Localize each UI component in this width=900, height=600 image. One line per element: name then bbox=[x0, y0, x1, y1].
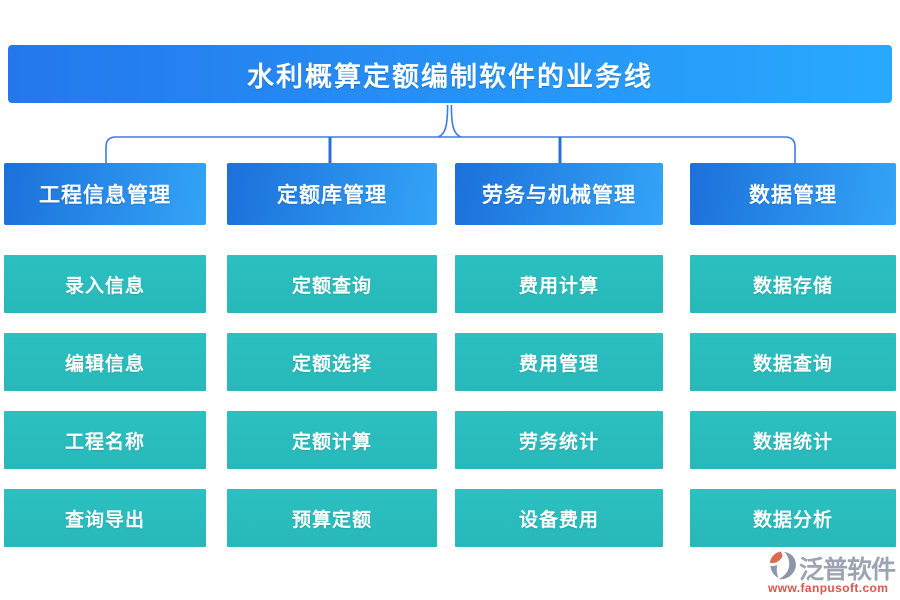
branch-header: 工程信息管理 bbox=[4, 163, 206, 225]
root-node: 水利概算定额编制软件的业务线 bbox=[8, 45, 892, 103]
leaf-node: 录入信息 bbox=[4, 255, 206, 313]
leaf-node: 数据查询 bbox=[690, 333, 896, 391]
leaf-node: 费用计算 bbox=[455, 255, 663, 313]
watermark-brand: 泛普软件 bbox=[799, 556, 896, 584]
branch-column-labor-machinery: 劳务与机械管理 费用计算 费用管理 劳务统计 设备费用 bbox=[455, 163, 663, 547]
leaf-node: 劳务统计 bbox=[455, 411, 663, 469]
root-stub-right-curve bbox=[450, 104, 462, 138]
leaf-node: 数据分析 bbox=[690, 489, 896, 547]
branch-header: 劳务与机械管理 bbox=[455, 163, 663, 225]
leaf-node: 预算定额 bbox=[227, 489, 437, 547]
leaf-node: 定额计算 bbox=[227, 411, 437, 469]
branch-header: 定额库管理 bbox=[227, 163, 437, 225]
branch-column-data-management: 数据管理 数据存储 数据查询 数据统计 数据分析 bbox=[690, 163, 896, 547]
fanpu-logo-icon bbox=[769, 551, 796, 580]
root-stub-left-curve bbox=[437, 104, 449, 138]
leaf-node: 定额选择 bbox=[227, 333, 437, 391]
leaf-node: 查询导出 bbox=[4, 489, 206, 547]
leaf-node: 数据统计 bbox=[690, 411, 896, 469]
branch-column-project-info: 工程信息管理 录入信息 编辑信息 工程名称 查询导出 bbox=[4, 163, 206, 547]
branch-header: 数据管理 bbox=[690, 163, 896, 225]
leaf-node: 数据存储 bbox=[690, 255, 896, 313]
leaf-node: 编辑信息 bbox=[4, 333, 206, 391]
leaf-node: 设备费用 bbox=[455, 489, 663, 547]
branch-rail bbox=[105, 136, 796, 163]
diagram-title: 水利概算定额编制软件的业务线 bbox=[247, 61, 653, 92]
watermark: 泛普软件 www.fanpusoft.com bbox=[768, 549, 898, 597]
leaf-node: 费用管理 bbox=[455, 333, 663, 391]
watermark-url: www.fanpusoft.com bbox=[768, 581, 889, 595]
leaf-node: 定额查询 bbox=[227, 255, 437, 313]
branch-column-quota-library: 定额库管理 定额查询 定额选择 定额计算 预算定额 bbox=[227, 163, 437, 547]
leaf-node: 工程名称 bbox=[4, 411, 206, 469]
